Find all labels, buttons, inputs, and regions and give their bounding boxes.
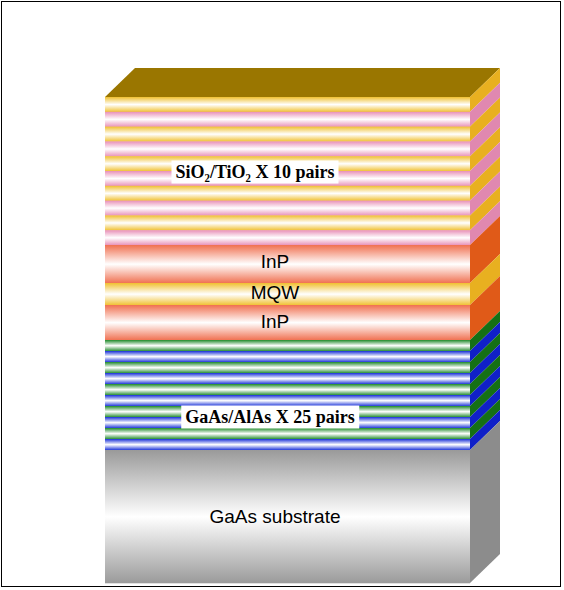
inp-layer [105,245,470,283]
mirror-label: SiO₂/TiO₂ X 10 pairs [172,161,339,184]
layer-label: InP [261,251,290,273]
layer-label: GaAs substrate [210,506,341,528]
semiconductor-mirror-layer [105,439,470,450]
semiconductor-mirror-layer [105,362,470,373]
inp-layer [105,305,470,340]
front-face [105,97,470,583]
dielectric-mirror-layer [105,141,470,156]
dielectric-mirror-layer [105,215,470,230]
mqw-layer [105,283,470,305]
top-face [105,68,500,97]
substrate-layer [105,450,470,583]
dielectric-mirror-layer [105,112,470,127]
side-face [470,68,500,583]
dielectric-mirror-layer [105,186,470,201]
semiconductor-mirror-layer [105,384,470,395]
semiconductor-mirror-layer [105,351,470,362]
dielectric-mirror-layer [105,127,470,142]
semiconductor-mirror-layer [105,373,470,384]
layer-label: MQW [251,282,300,304]
mirror-label: GaAs/AlAs X 25 pairs [181,406,359,429]
layer-label: InP [261,311,290,333]
semiconductor-mirror-layer [105,340,470,351]
semiconductor-mirror-layer [105,428,470,439]
dielectric-mirror-layer [105,97,470,112]
dielectric-mirror-layer [105,230,470,245]
dielectric-mirror-layer [105,201,470,216]
substrate-layer-side [470,421,500,583]
